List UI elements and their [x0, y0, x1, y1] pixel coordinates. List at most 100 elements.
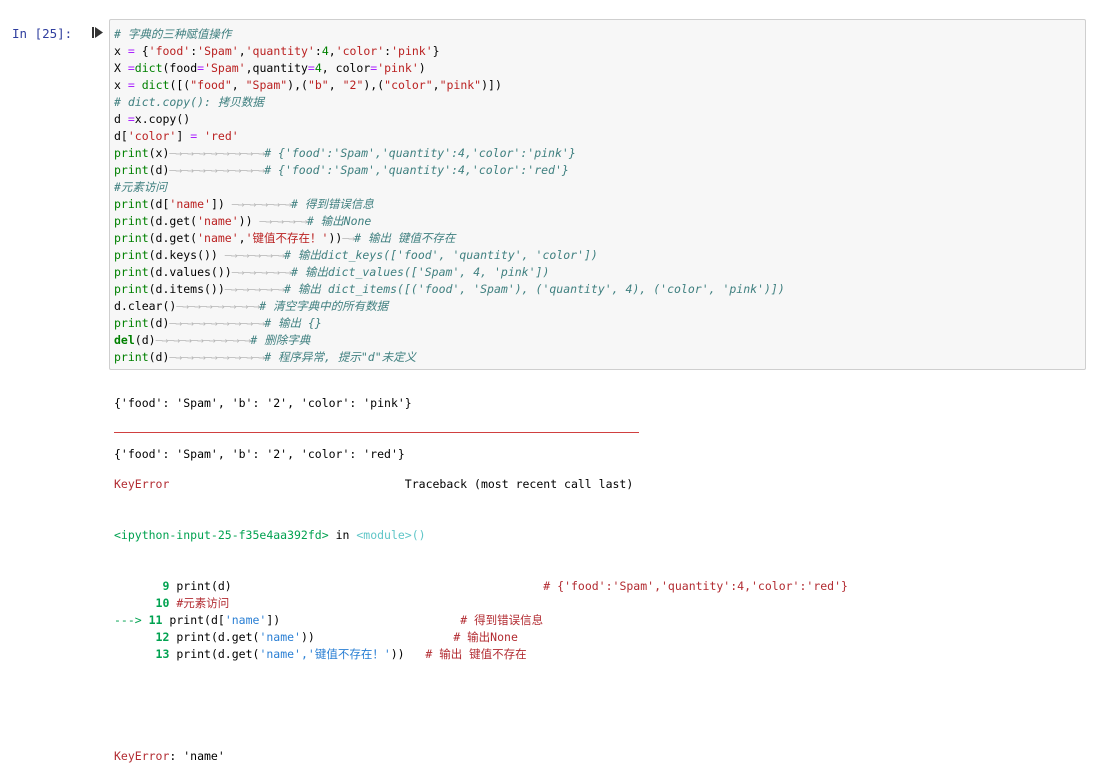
- code-token: =: [127, 44, 135, 58]
- traceback-line: 13 print(d.get('name','键值不存在！')) # 输出 键值…: [114, 646, 848, 663]
- code-token: # {'food':'Spam','quantity':4,'color':'p…: [264, 146, 576, 160]
- code-token: 'name': [197, 231, 239, 245]
- spacer: [405, 647, 426, 661]
- code-token: ([(: [169, 78, 191, 92]
- traceback-code-end: )): [300, 630, 315, 644]
- code-token: (d.get(: [148, 231, 198, 245]
- traceback-line-number: 11: [148, 613, 163, 627]
- tab-marker: —→—→—→—→—→—→—→—→: [155, 333, 252, 347]
- code-token: x.copy(): [134, 112, 191, 126]
- code-token: "2": [342, 78, 364, 92]
- tab-marker: —→—→—→—→—→: [224, 282, 285, 296]
- code-token: 4: [314, 61, 322, 75]
- code-token: =: [127, 61, 135, 75]
- code-line: # dict.copy(): 拷贝数据: [114, 94, 785, 111]
- code-token: =: [127, 78, 135, 92]
- traceback-file: <ipython-input-25-f35e4aa392fd>: [114, 528, 329, 542]
- code-line: x = {'food':'Spam','quantity':4,'color':…: [114, 43, 785, 60]
- code-token: ,quantity: [245, 61, 308, 75]
- traceback-line: 9 print(d) # {'food':'Spam','quantity':4…: [114, 578, 847, 595]
- code-token: 'food': [148, 44, 191, 58]
- code-token: (d.values()): [148, 265, 232, 279]
- traceback-code-end: ]): [266, 613, 281, 627]
- cell-stdout: {'food': 'Spam', 'b': '2', 'color': 'pin…: [114, 361, 412, 480]
- code-token: =: [197, 61, 205, 75]
- code-token: "Spam": [245, 78, 288, 92]
- spacer: [315, 630, 453, 644]
- stdout-line: {'food': 'Spam', 'b': '2', 'color': 'pin…: [114, 396, 412, 410]
- traceback-string: 'name': [259, 630, 301, 644]
- indent: [114, 596, 156, 610]
- code-token: ): [418, 61, 426, 75]
- code-token: (d.items()): [148, 282, 225, 296]
- code-token: (d): [148, 163, 170, 177]
- code-token: # 输出 {}: [264, 316, 322, 330]
- tab-marker: —→—→—→—→—→—→—→—→: [169, 146, 265, 160]
- traceback-code: print(d.get(: [176, 630, 260, 644]
- traceback-comment: # 得到错误信息: [460, 613, 544, 627]
- code-token: ,: [432, 78, 440, 92]
- code-token: print: [114, 146, 149, 160]
- code-token: x: [114, 44, 128, 58]
- traceback-comment: #元素访问: [176, 596, 230, 610]
- code-token: {: [134, 44, 149, 58]
- tab-marker: —→—→—→—→—→: [231, 265, 292, 279]
- code-token: =: [190, 129, 198, 143]
- traceback-line-number: 10: [155, 596, 170, 610]
- code-line: # 字典的三种赋值操作: [114, 26, 785, 43]
- run-cell-icon[interactable]: [92, 26, 104, 39]
- code-token: d[: [114, 129, 128, 143]
- code-token: del: [114, 333, 135, 347]
- traceback-code: print(d[: [169, 613, 225, 627]
- code-line: d.clear()—→—→—→—→—→—→—→# 清空字典中的所有数据: [114, 298, 785, 315]
- traceback-code: print(d): [176, 579, 232, 593]
- traceback-arrow: --->: [114, 613, 149, 627]
- tab-marker: —→—→—→—→—→—→—→: [176, 299, 260, 313]
- code-token: ]: [176, 129, 191, 143]
- indent: [114, 630, 156, 644]
- traceback-line: 10 #元素访问: [114, 595, 848, 612]
- spacer: [280, 613, 460, 627]
- code-token: print: [114, 350, 149, 364]
- traceback-code-end: )): [390, 647, 405, 661]
- tab-marker: —→—→—→—→—→: [231, 197, 292, 211]
- code-token: '键值不存在！': [245, 231, 329, 245]
- code-token: "food": [190, 78, 232, 92]
- code-token: (d[: [148, 197, 170, 211]
- code-line: X =dict(food='Spam',quantity=4, color='p…: [114, 60, 785, 77]
- code-token: dict: [141, 78, 170, 92]
- stdout-line: {'food': 'Spam', 'b': '2', 'color': 'red…: [114, 447, 405, 461]
- code-token: :: [384, 44, 392, 58]
- code-token: # 删除字典: [250, 333, 311, 347]
- code-token: #元素访问: [114, 180, 167, 194]
- code-token: 'pink': [377, 61, 419, 75]
- code-token: d.clear(): [114, 299, 177, 313]
- traceback-string: 'name': [224, 613, 267, 627]
- code-token: ),(: [287, 78, 308, 92]
- code-token: 'pink': [391, 44, 433, 58]
- tab-marker: —→—→—→—→: [259, 214, 307, 228]
- code-line: print(d)—→—→—→—→—→—→—→—→# 输出 {}: [114, 315, 785, 332]
- code-token: # 清空字典中的所有数据: [259, 299, 389, 313]
- code-token: ,: [231, 78, 246, 92]
- traceback-in: in: [328, 528, 357, 542]
- code-line: x = dict([("food", "Spam"),("b", "2"),("…: [114, 77, 785, 94]
- tab-marker: —→—→—→—→—→: [224, 248, 285, 262]
- code-token: 'Spam': [204, 61, 246, 75]
- code-token: (d.keys()): [148, 248, 225, 262]
- code-token: 'Spam': [197, 44, 239, 58]
- code-token: [135, 78, 142, 92]
- code-token: (d): [148, 350, 170, 364]
- code-line: print(d.items())—→—→—→—→—→# 输出 dict_item…: [114, 281, 785, 298]
- code-token: 'color': [335, 44, 385, 58]
- code-token: ]): [210, 197, 232, 211]
- code-token: # 字典的三种赋值操作: [114, 27, 232, 41]
- code-token: # {'food':'Spam','quantity':4,'color':'r…: [264, 163, 569, 177]
- indent: [114, 647, 156, 661]
- code-line: #元素访问: [114, 179, 785, 196]
- code-line: print(d.values())—→—→—→—→—→# 输出dict_valu…: [114, 264, 785, 281]
- code-token: 'name': [197, 214, 239, 228]
- code-token: , color: [321, 61, 371, 75]
